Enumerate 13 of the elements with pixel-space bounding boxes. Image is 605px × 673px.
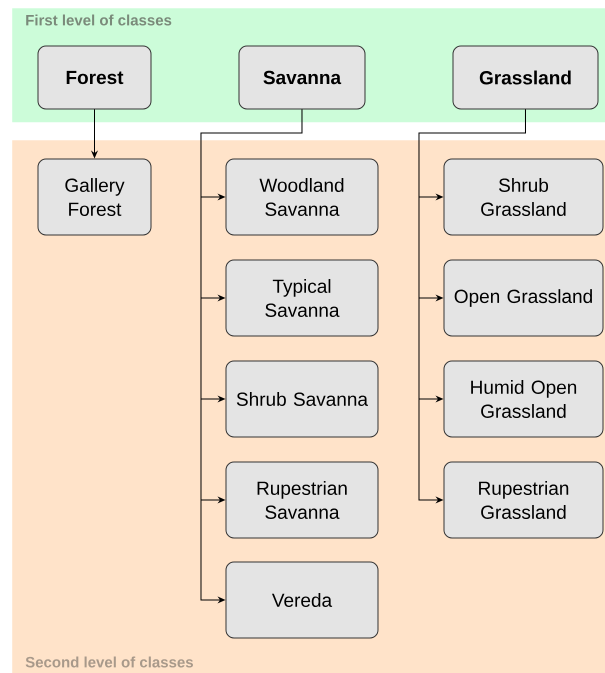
class-box: Woodland Savanna — [226, 158, 378, 236]
class-box: Rupestrian Grassland — [444, 462, 604, 538]
class-box: Humid Open Grassland — [444, 360, 604, 438]
class-box: Rupestrian Savanna — [226, 462, 378, 538]
class-box: Grassland — [452, 46, 598, 110]
class-box: Shrub Grassland — [444, 158, 604, 236]
class-box: Shrub Savanna — [226, 360, 378, 438]
class-box: Typical Savanna — [226, 260, 378, 336]
class-box: Gallery Forest — [38, 158, 152, 236]
class-box: Forest — [38, 46, 152, 110]
class-box: Vereda — [226, 562, 378, 638]
class-box: Open Grassland — [444, 260, 604, 336]
class-box: Savanna — [238, 46, 366, 110]
